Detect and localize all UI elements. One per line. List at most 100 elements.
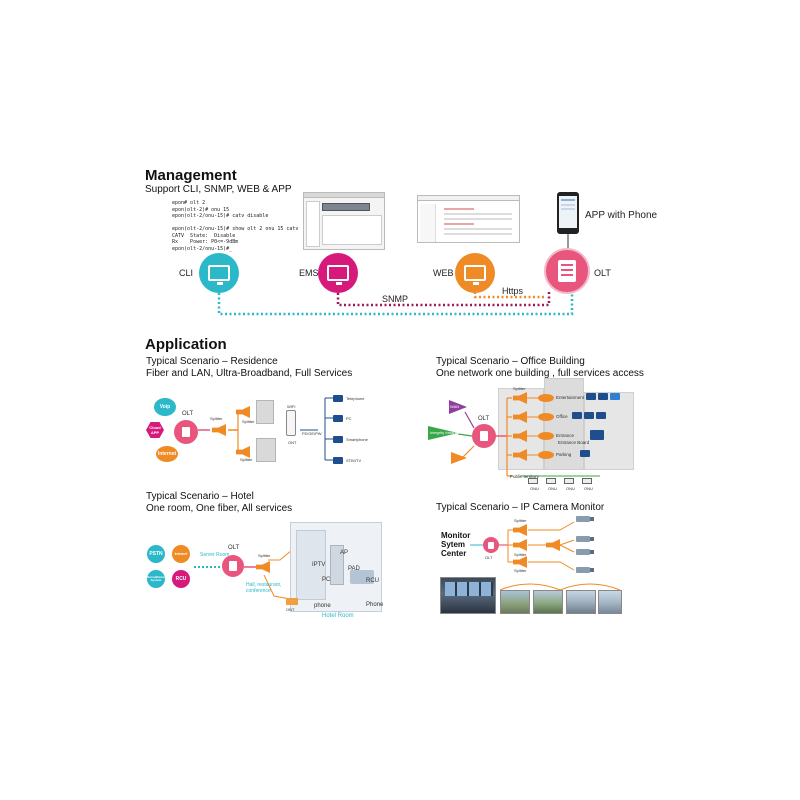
hotel-room-label: Hotel Room	[322, 613, 354, 619]
office-title: Typical Scenario – Office Building	[436, 356, 585, 367]
voip-service: Voip	[154, 398, 176, 416]
office-floor-label: Office	[556, 414, 568, 419]
residence-house-lower	[256, 438, 276, 462]
web-label: WEB	[433, 268, 454, 278]
hotel-rcu-service: RCU	[172, 570, 190, 588]
camera-icon-4	[576, 567, 594, 573]
pstn-service: PSTN	[147, 545, 165, 563]
bridge-photo	[566, 590, 596, 614]
smartphone-label: Smartphone	[346, 437, 368, 442]
phone-label: Phone	[366, 602, 384, 608]
ipcam-olt-label: OLT	[485, 555, 493, 560]
hotel-internet-service: Internet	[172, 545, 190, 563]
office-onu-1	[528, 478, 538, 484]
app-with-phone-label: APP with Phone	[585, 210, 658, 221]
entertainment-device-icon-2	[598, 393, 608, 400]
hotel-room-wall	[296, 530, 326, 600]
residence-splitter-lower-label: Splitter	[240, 457, 253, 462]
residence-splitter-upper-label: Splitter	[242, 419, 255, 424]
residence-olt-label: OLT	[182, 411, 194, 417]
olt-label: OLT	[594, 268, 611, 278]
ems-icon	[318, 253, 358, 293]
pc-icon	[333, 415, 343, 422]
wan-label: WAN	[450, 404, 460, 409]
web-olt-link	[473, 292, 545, 299]
public-territory-label: Public territory	[510, 474, 539, 479]
parking-label: Parking	[556, 452, 572, 457]
entrance-icon	[538, 432, 554, 440]
stb-label: STB/ITV	[346, 458, 362, 463]
iptv-label: IPTV	[312, 562, 326, 568]
camera-icon-2	[576, 536, 594, 542]
camera-icon-1	[576, 516, 594, 522]
entrance-label: Entrance	[556, 433, 575, 438]
ont-icon	[286, 598, 298, 605]
telephone-icon	[333, 395, 343, 402]
olt-icon	[544, 248, 590, 294]
cli-label: CLI	[179, 268, 194, 278]
office-onu-4	[582, 478, 592, 484]
intranet-label: Integrity Intranet	[430, 430, 459, 435]
ipcam-splitter-label-3: Splitter	[514, 568, 527, 573]
residence-title: Typical Scenario – Residence	[146, 356, 278, 367]
internet-service: Internet	[156, 446, 178, 462]
https-label: Https	[502, 286, 524, 296]
management-title: Management	[145, 167, 237, 184]
office-onu-3	[564, 478, 574, 484]
entrance-board-label: Entrance Board	[558, 440, 590, 445]
residence-splitter-label: Splitter	[210, 416, 223, 421]
residence-olt-icon	[174, 420, 198, 444]
hotel-splitter-label: Splitter	[258, 553, 271, 558]
ipcam-olt-icon	[483, 537, 499, 553]
office-onu-2	[546, 478, 556, 484]
camera-icon-3	[576, 549, 594, 555]
office-olt-icon	[472, 424, 496, 448]
parking-icon	[538, 451, 554, 459]
snmp-label: SNMP	[382, 294, 409, 304]
office-olt-label: OLT	[478, 416, 490, 422]
office-floor-icon	[538, 413, 554, 421]
office-subtitle: One network one building , full services…	[436, 368, 644, 379]
ont-label: ONT	[288, 440, 297, 445]
hotel-title: Typical Scenario – Hotel	[146, 491, 254, 502]
cli-command-output: epon# olt 2 epon(olt-2)# onu 15 epon(olt…	[172, 200, 299, 252]
room-phone-label: phone	[314, 603, 331, 609]
road-photo	[598, 590, 622, 614]
residence-building-upper	[256, 400, 274, 424]
server-room-label: Server Room	[200, 552, 230, 558]
pad-label: PAD	[348, 566, 360, 572]
lan-label: FE/GE/PW	[302, 431, 322, 436]
monitor-room-photo	[440, 577, 496, 614]
ap-label: AP	[340, 550, 349, 556]
hotel-olt-label: OLT	[228, 545, 240, 551]
monitor-center-label: Monitor Sytem Center	[441, 531, 471, 558]
entrance-board-icon	[590, 430, 604, 440]
entertainment-icon	[538, 394, 554, 402]
ipcam-title: Typical Scenario – IP Camera Monitor	[436, 502, 605, 513]
entertainment-label: Entertainment	[556, 395, 585, 400]
office-onu-label-2: ONU	[548, 486, 557, 491]
wifi-label: WIFI	[287, 404, 296, 409]
office-device-icon-3	[596, 412, 606, 419]
surveillance-service: Surveillance System	[147, 570, 165, 588]
web-screenshot	[417, 195, 520, 243]
pc-room-label: PC	[322, 577, 331, 583]
highway-photo-1	[500, 590, 530, 614]
hotel-olt-icon	[222, 555, 244, 577]
office-device-icon	[572, 412, 582, 419]
ems-olt-link	[336, 290, 551, 307]
entertainment-device-icon	[586, 393, 596, 400]
hotel-room-bed	[350, 570, 374, 584]
smartphone-icon	[333, 436, 343, 443]
web-icon	[455, 253, 495, 293]
parking-device-icon	[580, 450, 590, 457]
hotel-subtitle: One room, One fiber, All services	[146, 503, 293, 514]
stb-icon	[333, 457, 343, 464]
office-onu-label-3: ONU	[566, 486, 575, 491]
cloud-app-service: Cloud APP	[146, 422, 164, 438]
office-onu-label-4: ONU	[584, 486, 593, 491]
